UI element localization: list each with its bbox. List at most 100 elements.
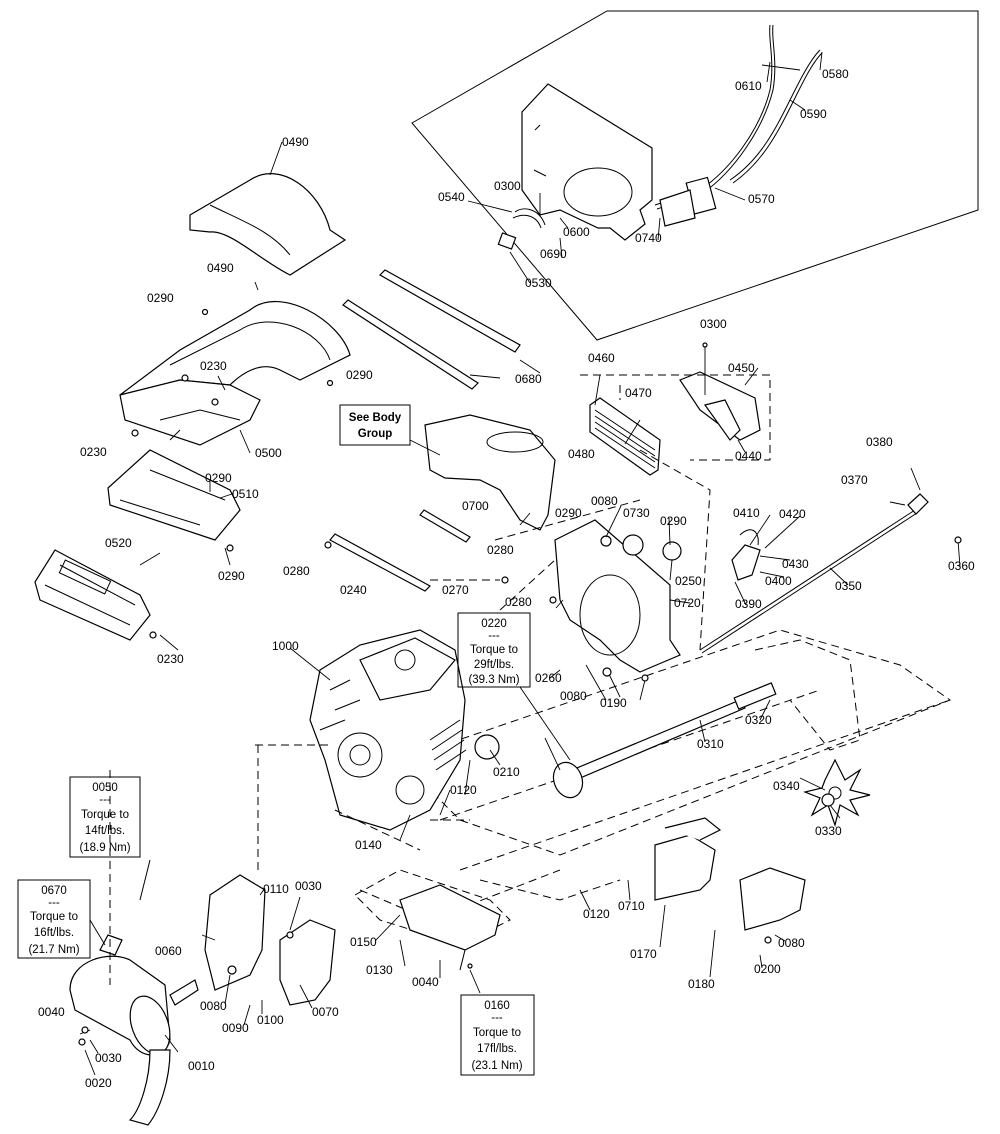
svg-text:0220: 0220 [481, 618, 507, 630]
label-0610: 0610 [735, 79, 762, 93]
label-0540: 0540 [438, 190, 465, 204]
label-0570: 0570 [748, 192, 775, 206]
label-0480: 0480 [568, 447, 595, 461]
label-0720: 0720 [674, 596, 701, 610]
svg-text:---: --- [48, 897, 60, 909]
label-0290-f: 0290 [660, 514, 687, 528]
label-0230-a: 0230 [200, 359, 227, 373]
svg-text:Torque to: Torque to [473, 1027, 521, 1039]
label-0600: 0600 [563, 225, 590, 239]
heat-shield-0070 [279, 919, 336, 1006]
label-0490-b: 0490 [207, 261, 234, 275]
label-0040-b: 0040 [38, 1005, 65, 1019]
label-0710: 0710 [618, 899, 645, 913]
svg-text:---: --- [488, 630, 500, 642]
label-0580: 0580 [822, 67, 849, 81]
hose-0300 [514, 208, 546, 226]
label-0460: 0460 [588, 351, 615, 365]
label-0290-a: 0290 [147, 291, 174, 305]
label-0080-b: 0080 [560, 689, 587, 703]
callout-0220: 0220 --- Torque to 29ft/lbs. (39.3 Nm) [457, 612, 571, 761]
svg-text:---: --- [491, 1012, 503, 1024]
label-0370: 0370 [841, 473, 868, 487]
label-0060: 0060 [155, 944, 182, 958]
label-0190: 0190 [600, 696, 627, 710]
label-0430: 0430 [782, 557, 809, 571]
strip-0680-a [379, 269, 521, 353]
panel-0500 [119, 379, 261, 446]
label-0210: 0210 [493, 765, 520, 779]
label-0320: 0320 [745, 713, 772, 727]
guard-0520 [34, 549, 151, 641]
label-0310: 0310 [697, 737, 724, 751]
label-0380: 0380 [866, 435, 893, 449]
muffler-0010 [69, 934, 199, 1126]
svg-text:0670: 0670 [41, 885, 67, 897]
stud-0050 [139, 859, 151, 901]
svg-text:(23.1 Nm): (23.1 Nm) [471, 1060, 522, 1072]
label-0700: 0700 [462, 499, 489, 513]
label-0180: 0180 [688, 977, 715, 991]
svg-text:0050: 0050 [92, 782, 118, 794]
label-0470: 0470 [625, 386, 652, 400]
svg-text:See Body: See Body [349, 412, 402, 424]
plate-0180 [739, 867, 806, 931]
label-0090: 0090 [222, 1021, 249, 1035]
label-0530: 0530 [525, 276, 552, 290]
callout-0160: 0160 --- Torque to 17fl/lbs. (23.1 Nm) [460, 994, 535, 1076]
callout-0050: 0050 --- Torque to 14ft/lbs. (18.9 Nm) [69, 776, 141, 858]
label-0240: 0240 [340, 583, 367, 597]
inset-panel [411, 10, 979, 341]
label-0330: 0330 [815, 824, 842, 838]
plate-0170 [654, 834, 716, 901]
callout-0670: 0670 --- Torque to 16ft/lbs. (21.7 Nm) [17, 879, 106, 959]
label-0740: 0740 [635, 231, 662, 245]
label-0120-b: 0120 [583, 907, 610, 921]
label-0490-a: 0490 [282, 135, 309, 149]
label-0680: 0680 [515, 372, 542, 386]
label-0360: 0360 [948, 559, 975, 573]
label-0420: 0420 [779, 507, 806, 521]
lever-0410 [731, 544, 761, 581]
label-0290-e: 0290 [555, 506, 582, 520]
engine-mount-outline [354, 869, 511, 946]
label-0030-a: 0030 [295, 879, 322, 893]
label-0510: 0510 [232, 487, 259, 501]
label-0290-b: 0290 [346, 368, 373, 382]
label-0410: 0410 [733, 506, 760, 520]
part-labels: 0610 0580 0590 0570 0540 0300 0600 0740 … [38, 67, 975, 1090]
svg-text:(39.3 Nm): (39.3 Nm) [468, 674, 519, 686]
label-0590: 0590 [800, 107, 827, 121]
hardware-dots [78, 308, 962, 1046]
svg-text:(21.7 Nm): (21.7 Nm) [28, 944, 79, 956]
label-0230-b: 0230 [80, 445, 107, 459]
svg-text:Torque to: Torque to [81, 809, 129, 821]
label-0260: 0260 [535, 671, 562, 685]
label-0130: 0130 [366, 963, 393, 977]
nut-0330 [821, 793, 835, 807]
cable-0350 [699, 509, 916, 651]
svg-text:16ft/lbs.: 16ft/lbs. [34, 927, 74, 939]
pulley-0210 [474, 734, 500, 760]
label-0110: 0110 [263, 882, 289, 896]
label-0730: 0730 [623, 506, 650, 520]
heat-shield-0110 [204, 874, 266, 991]
label-0500: 0500 [255, 446, 282, 460]
svg-text:(18.9 Nm): (18.9 Nm) [79, 842, 130, 854]
label-0270: 0270 [442, 583, 469, 597]
strip-0680-b [342, 299, 479, 390]
label-0520: 0520 [105, 536, 132, 550]
label-0290-d: 0290 [218, 569, 245, 583]
strip-0700 [419, 509, 471, 543]
label-0290-c: 0290 [205, 471, 232, 485]
cable-0610 [654, 24, 773, 206]
label-0080-c: 0080 [778, 936, 805, 950]
label-0150: 0150 [350, 935, 377, 949]
label-0080-d: 0080 [200, 999, 227, 1013]
label-1000: 1000 [272, 639, 299, 653]
knob-0380 [907, 493, 929, 515]
label-0010: 0010 [188, 1059, 215, 1073]
callout-see-body-group: See Body Group [339, 404, 441, 456]
label-0120-a: 0120 [450, 783, 477, 797]
